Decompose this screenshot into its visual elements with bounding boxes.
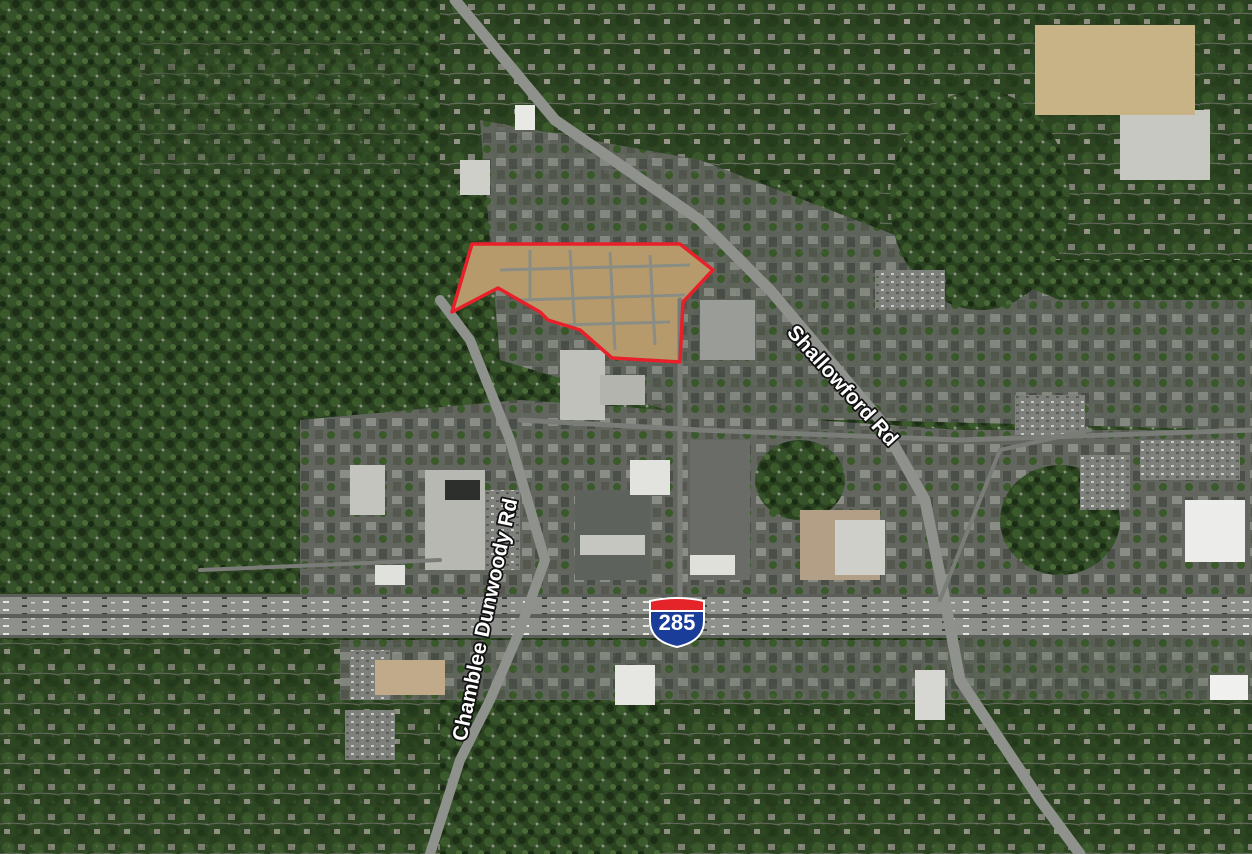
chamblee-dunwoody-road [425, 295, 551, 854]
interstate-285-highway [0, 594, 1252, 638]
site-boundary-outline[interactable] [450, 242, 715, 364]
interstate-shield-number: 285 [659, 610, 696, 635]
arterial-roads [198, 0, 1252, 854]
buildings [350, 25, 1248, 720]
interstate-shield-icon: 285 [649, 597, 705, 649]
cleared-site [452, 244, 713, 362]
shallowford-road [449, 0, 1086, 854]
site-grid [499, 249, 691, 351]
